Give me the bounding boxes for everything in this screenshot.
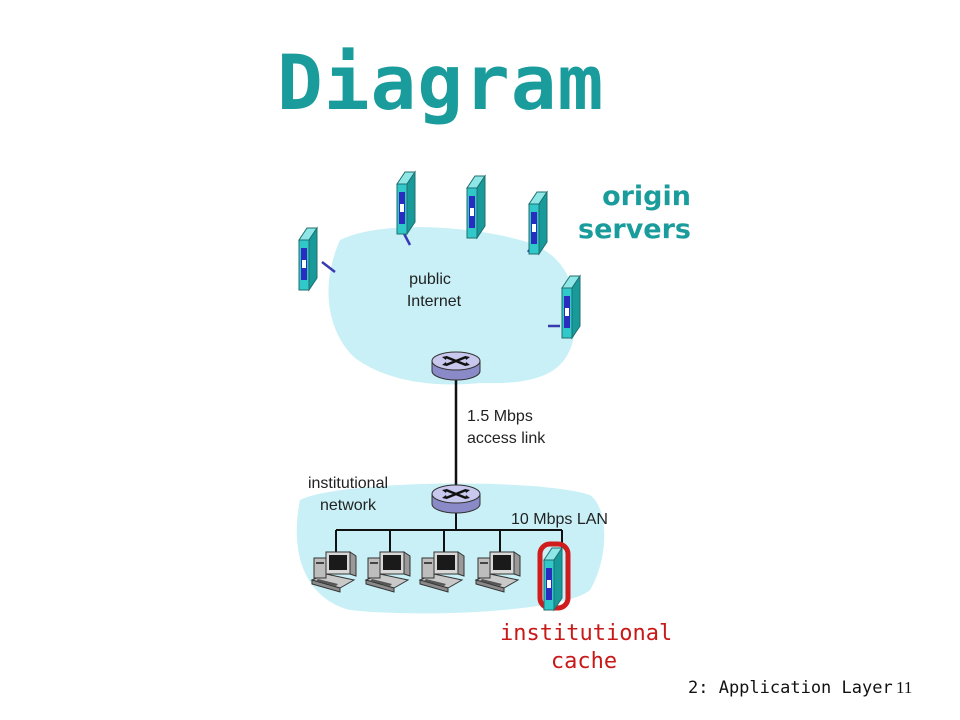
server-icon: [466, 175, 486, 239]
public-internet-cloud: [328, 227, 576, 385]
access-link-label: 1.5 Mbps access link: [467, 408, 546, 447]
origin-servers-label: origin servers: [578, 181, 691, 245]
server-icon: [543, 547, 563, 611]
lan-label: 10 Mbps LAN: [511, 511, 608, 528]
server-icon: [298, 227, 318, 291]
server-icon: [528, 191, 548, 255]
institutional-network-label: institutional network: [307, 475, 389, 514]
institutional-cache-label: institutional cache: [500, 621, 673, 674]
footer-chapter: 2: Application Layer: [688, 678, 893, 698]
server-icon: [561, 275, 581, 339]
slide-title: Diagram: [277, 38, 605, 127]
router-icon: [430, 483, 482, 515]
router-icon: [430, 350, 482, 382]
server-icon: [396, 171, 416, 235]
page-number: 11: [896, 678, 913, 697]
public-internet-label: public Internet: [406, 271, 462, 310]
